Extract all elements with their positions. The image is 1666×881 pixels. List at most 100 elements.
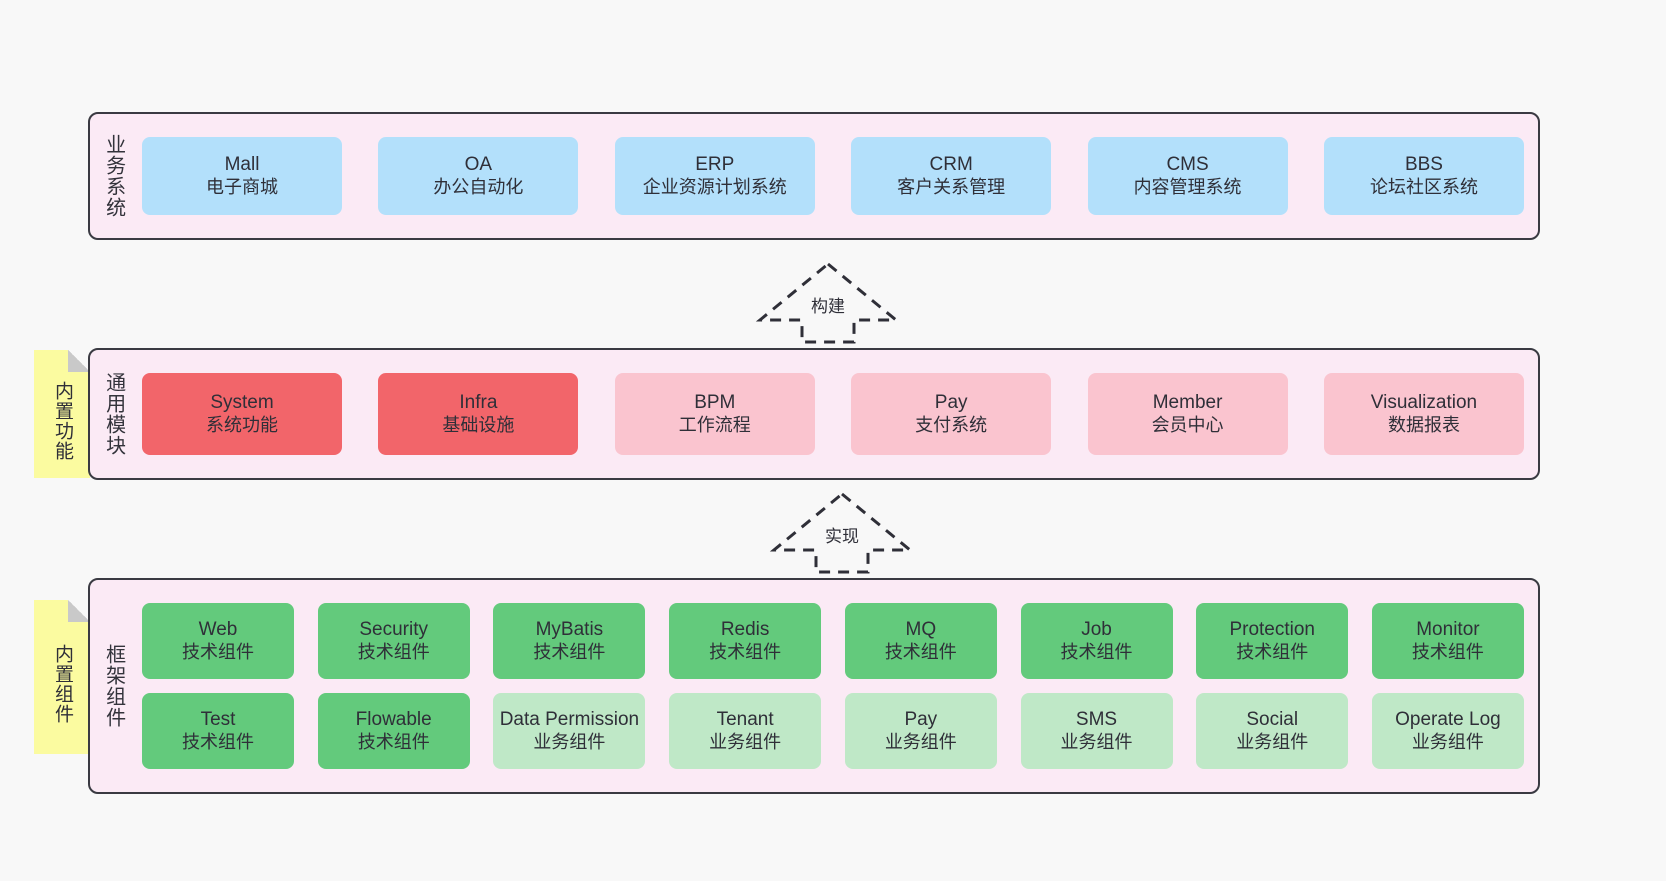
card-title: Visualization [1370,392,1478,414]
card-title: OA [464,154,493,176]
card-title: BPM [694,392,736,414]
connector-build: 构建 [755,262,901,344]
card-title: CRM [929,154,973,176]
layer-framework-label: 框架组件 [102,644,125,728]
layer-business-systems: 业务系统 Mall 电子商城 OA 办公自动化 ERP 企业资源计划系统 CRM… [88,112,1540,240]
card-title: Data Permission [499,709,640,731]
card-title: BBS [1404,154,1443,176]
card-subtitle: 业务组件 [1411,731,1484,752]
card-bbs[interactable]: BBS 论坛社区系统 [1323,137,1524,215]
card-visualization[interactable]: Visualization 数据报表 [1323,373,1524,455]
sticky-note-builtin-components: 内置组件 [34,600,90,754]
card-cms[interactable]: CMS 内容管理系统 [1087,137,1288,215]
card-operate-log[interactable]: Operate Log 业务组件 [1371,693,1524,769]
card-subtitle: 论坛社区系统 [1369,176,1478,197]
card-title: Tenant [716,709,774,731]
card-infra[interactable]: Infra 基础设施 [378,373,579,455]
layer-business-items: Mall 电子商城 OA 办公自动化 ERP 企业资源计划系统 CRM 客户关系… [136,114,1538,238]
card-redis[interactable]: Redis 技术组件 [669,603,822,679]
card-mall[interactable]: Mall 电子商城 [142,137,342,215]
framework-business-row: Test 技术组件 Flowable 技术组件 Data Permission … [142,693,1524,769]
card-subtitle: 系统功能 [206,414,278,435]
card-subtitle: 业务组件 [1236,731,1309,752]
sticky-note-label: 内置组件 [52,644,74,724]
card-subtitle: 技术组件 [533,641,606,662]
card-protection[interactable]: Protection 技术组件 [1196,603,1349,679]
card-subtitle: 技术组件 [357,731,430,752]
card-security[interactable]: Security 技术组件 [317,603,470,679]
card-title: MQ [905,619,937,641]
card-title: Pay [904,709,938,731]
card-title: Security [359,619,429,641]
card-data-permission[interactable]: Data Permission 业务组件 [493,693,646,769]
card-social[interactable]: Social 业务组件 [1196,693,1349,769]
card-title: Social [1246,709,1299,731]
card-title: Flowable [355,709,432,731]
card-subtitle: 业务组件 [533,731,606,752]
card-subtitle: 电子商城 [206,176,278,197]
layer-common-modules: 通用模块 System 系统功能 Infra 基础设施 BPM 工作流程 Pay… [88,348,1540,480]
layer-business-label: 业务系统 [102,134,125,218]
card-title: Web [198,619,238,641]
card-sms[interactable]: SMS 业务组件 [1020,693,1173,769]
card-title: SMS [1075,709,1118,731]
card-monitor[interactable]: Monitor 技术组件 [1371,603,1524,679]
card-title: CMS [1166,154,1209,176]
card-mybatis[interactable]: MyBatis 技术组件 [493,603,646,679]
card-subtitle: 业务组件 [709,731,782,752]
layer-modules-label: 通用模块 [102,372,125,456]
card-subtitle: 支付系统 [915,414,988,435]
card-title: Member [1152,392,1223,414]
card-crm[interactable]: CRM 客户关系管理 [851,137,1052,215]
card-subtitle: 基础设施 [442,414,515,435]
card-subtitle: 技术组件 [1236,641,1309,662]
card-title: Protection [1229,619,1315,641]
card-subtitle: 技术组件 [357,641,430,662]
card-title: Infra [459,392,498,414]
card-subtitle: 技术组件 [884,641,957,662]
card-subtitle: 业务组件 [884,731,957,752]
layer-modules-items: System 系统功能 Infra 基础设施 BPM 工作流程 Pay 支付系统… [136,350,1538,478]
card-mq[interactable]: MQ 技术组件 [844,603,997,679]
layer-framework-items: Web 技术组件 Security 技术组件 MyBatis 技术组件 Redi… [136,580,1538,792]
card-title: Pay [934,392,968,414]
sticky-note-label: 内置功能 [52,381,74,461]
card-title: ERP [695,154,735,176]
card-subtitle: 办公自动化 [433,176,524,197]
card-subtitle: 工作流程 [678,414,751,435]
layer-framework-components: 框架组件 Web 技术组件 Security 技术组件 MyBatis 技术组件… [88,578,1540,794]
card-subtitle: 会员中心 [1151,414,1224,435]
connector-implement-label: 实现 [822,522,862,547]
card-job[interactable]: Job 技术组件 [1020,603,1173,679]
card-subtitle: 技术组件 [1060,641,1133,662]
card-web[interactable]: Web 技术组件 [142,603,294,679]
card-subtitle: 业务组件 [1060,731,1133,752]
card-pay-module[interactable]: Pay 支付系统 [851,373,1052,455]
card-title: Redis [720,619,770,641]
card-title: System [210,392,274,414]
card-erp[interactable]: ERP 企业资源计划系统 [614,137,815,215]
card-pay-component[interactable]: Pay 业务组件 [844,693,997,769]
card-subtitle: 数据报表 [1387,414,1460,435]
card-tenant[interactable]: Tenant 业务组件 [669,693,822,769]
card-subtitle: 技术组件 [182,641,254,662]
card-flowable[interactable]: Flowable 技术组件 [317,693,470,769]
card-oa[interactable]: OA 办公自动化 [378,137,579,215]
card-title: Monitor [1416,619,1480,641]
card-title: MyBatis [535,619,604,641]
card-bpm[interactable]: BPM 工作流程 [614,373,815,455]
sticky-note-builtin-features: 内置功能 [34,350,90,478]
card-system[interactable]: System 系统功能 [142,373,342,455]
card-title: Test [200,709,236,731]
card-subtitle: 技术组件 [709,641,782,662]
card-subtitle: 客户关系管理 [897,176,1006,197]
connector-implement: 实现 [769,492,915,574]
card-test[interactable]: Test 技术组件 [142,693,294,769]
card-subtitle: 技术组件 [182,731,254,752]
connector-build-label: 构建 [808,292,848,317]
card-subtitle: 技术组件 [1411,641,1484,662]
card-title: Mall [224,154,260,176]
card-subtitle: 企业资源计划系统 [642,176,787,197]
card-member[interactable]: Member 会员中心 [1087,373,1288,455]
